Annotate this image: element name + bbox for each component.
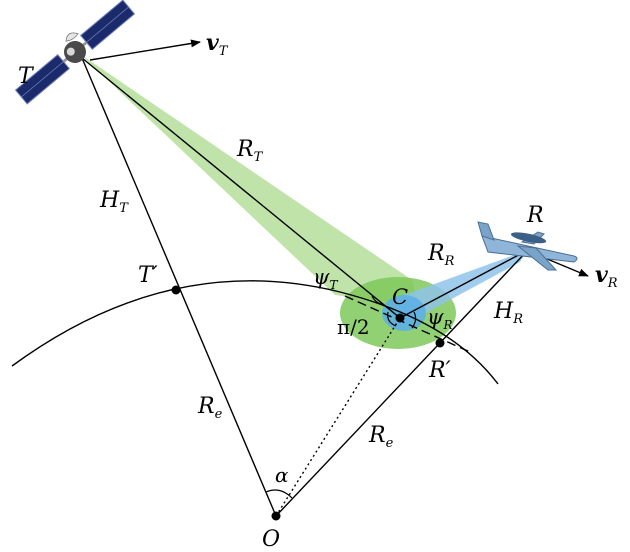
label-Re-right: Re — [368, 423, 394, 451]
velocity-arrow-T — [89, 39, 201, 61]
alpha-angle-arc — [265, 489, 293, 499]
tangent-line — [344, 295, 471, 353]
receive-beam — [396, 250, 528, 328]
label-psiR: ψR — [427, 305, 453, 332]
line-RT — [81, 57, 401, 319]
transmit-beam — [80, 54, 418, 306]
label-T: T — [18, 64, 35, 89]
label-R: R — [526, 203, 544, 228]
earth-surface-arc — [11, 280, 499, 385]
halfpi-angle-arc — [387, 311, 397, 327]
point-O — [271, 511, 281, 521]
label-Tprime: T′ — [138, 263, 158, 288]
psiR-angle-arc — [411, 311, 417, 329]
label-RR: RR — [427, 241, 455, 269]
line-OC-dotted — [275, 317, 401, 517]
label-halfpi: π/2 — [337, 315, 370, 339]
label-HR: HR — [493, 299, 523, 327]
point-Rprime — [435, 338, 445, 348]
line-RR — [399, 249, 529, 319]
point-C — [395, 313, 405, 323]
label-psiT: ψT — [313, 265, 338, 292]
label-O: O — [262, 527, 280, 552]
label-RT: RT — [236, 137, 264, 165]
label-alpha: α — [275, 463, 289, 487]
line-Re-right — [275, 249, 529, 517]
label-HT: HT — [99, 188, 129, 216]
label-C: C — [392, 285, 408, 309]
satellite-icon — [14, 0, 136, 105]
label-vR: vR — [595, 262, 618, 291]
label-Re-left: Re — [197, 394, 223, 422]
point-Tprime — [171, 285, 181, 295]
aircraft-icon — [477, 221, 578, 271]
label-vT: vT — [206, 30, 229, 59]
psiT-angle-arc — [371, 295, 384, 305]
label-Rprime: R′ — [428, 358, 451, 383]
